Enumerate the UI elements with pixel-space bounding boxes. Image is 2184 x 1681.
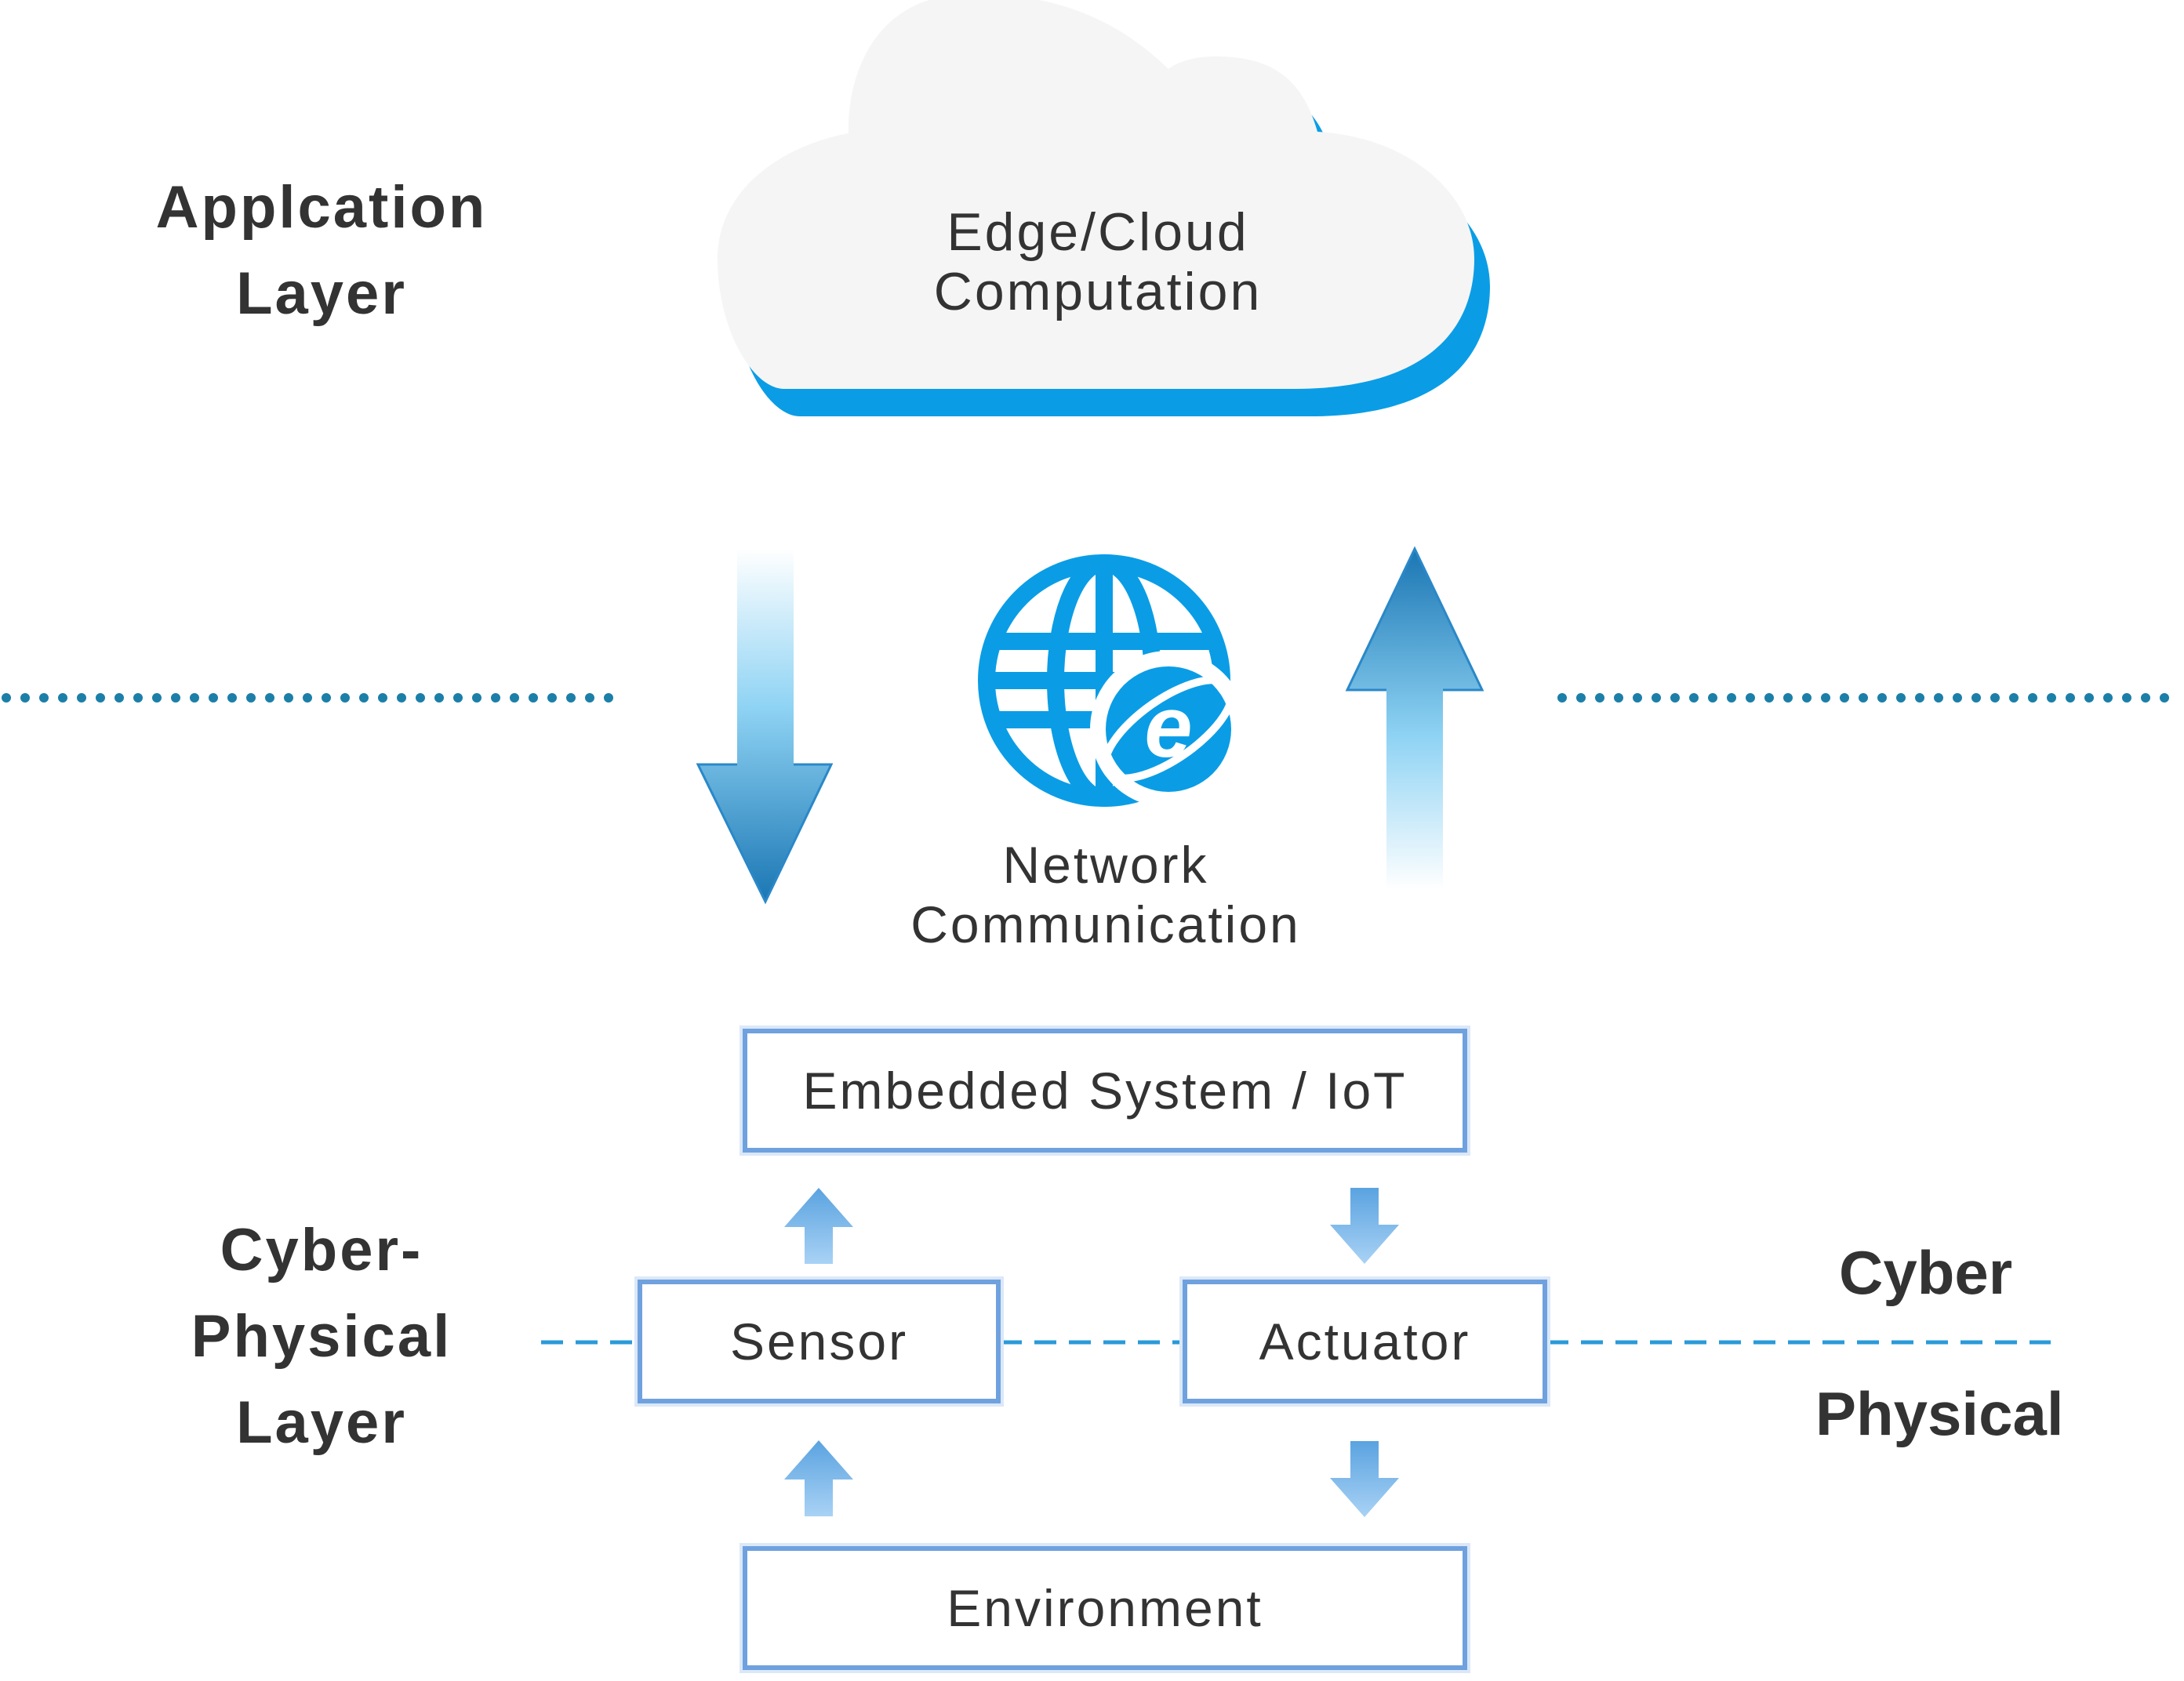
cloud-label: Edge/Cloud Computation xyxy=(863,202,1333,321)
actuator-box: Actuator xyxy=(1183,1280,1547,1403)
network-label-line1: Network xyxy=(1002,836,1209,894)
actuator-to-environment-arrow xyxy=(1330,1441,1399,1517)
embedded-system-box: Embedded System / IoT xyxy=(743,1029,1467,1153)
embedded-system-label: Embedded System / IoT xyxy=(802,1062,1408,1120)
downlink-arrow xyxy=(696,549,834,905)
uplink-arrow xyxy=(1345,546,1484,890)
physical-side-label: Physical xyxy=(1815,1379,2064,1448)
svg-text:e: e xyxy=(1144,679,1192,775)
application-layer-line1: Applcation xyxy=(155,174,488,241)
application-layer-label: Applcation Layer xyxy=(125,165,518,337)
cyber-physical-layer-line3: Layer xyxy=(236,1389,407,1456)
network-label-line2: Communication xyxy=(910,895,1301,953)
cyber-side-label: Cyber xyxy=(1839,1238,2013,1307)
network-label: Network Communication xyxy=(831,835,1380,954)
environment-label: Environment xyxy=(947,1579,1263,1637)
environment-box: Environment xyxy=(743,1546,1467,1670)
cyber-physical-layer-line2: Physical xyxy=(191,1303,452,1370)
sensor-label: Sensor xyxy=(729,1312,909,1371)
cloud-icon xyxy=(718,0,1490,416)
cloud-label-line2: Computation xyxy=(933,262,1263,321)
globe-ie-icon: e xyxy=(978,554,1247,808)
sensor-box: Sensor xyxy=(638,1280,1001,1403)
cyber-physical-layer-label: Cyber- Physical Layer xyxy=(125,1207,518,1466)
actuator-label: Actuator xyxy=(1259,1312,1471,1371)
environment-to-sensor-arrow xyxy=(784,1440,853,1516)
embedded-to-actuator-arrow xyxy=(1330,1188,1399,1264)
cloud-label-line1: Edge/Cloud xyxy=(947,202,1249,262)
cyber-physical-layer-line1: Cyber- xyxy=(220,1217,423,1283)
application-layer-line2: Layer xyxy=(236,260,407,327)
sensor-to-embedded-arrow xyxy=(784,1188,853,1264)
